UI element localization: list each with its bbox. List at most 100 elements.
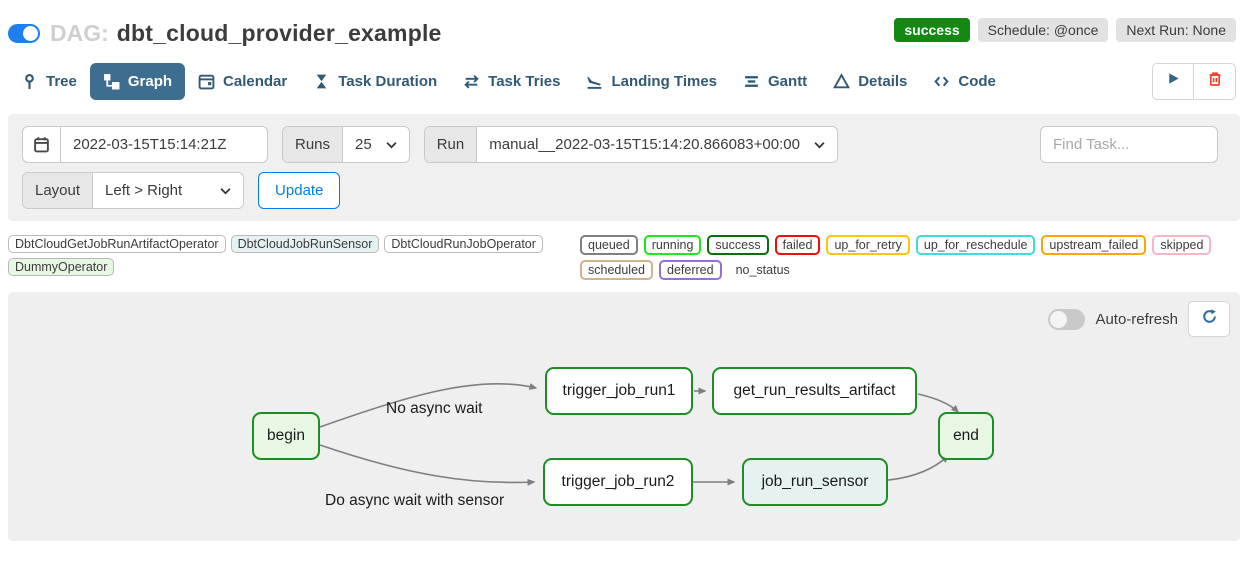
play-icon <box>1166 71 1181 91</box>
layout-label: Layout <box>23 173 94 208</box>
state-badge-queued[interactable]: queued <box>580 235 638 255</box>
task-node-end[interactable]: end <box>938 412 994 460</box>
state-badge-no-status[interactable]: no_status <box>735 263 790 277</box>
runs-group: Runs 25 <box>282 126 410 163</box>
find-task-input[interactable] <box>1040 126 1218 163</box>
chevron-down-icon <box>814 141 825 149</box>
state-badge-up-for-reschedule[interactable]: up_for_reschedule <box>915 235 1036 255</box>
run-select[interactable]: manual__2022-03-15T15:14:20.866083+00:00 <box>477 127 837 162</box>
dag-pause-toggle[interactable] <box>8 23 40 43</box>
tab-label: Calendar <box>223 72 288 90</box>
graph-icon <box>103 73 120 90</box>
chevron-down-icon <box>386 141 397 149</box>
tab-label: Tree <box>46 72 77 90</box>
edge-begin-trigger2 <box>319 444 536 486</box>
delete-dag-button[interactable] <box>1194 62 1236 100</box>
task-node-begin[interactable]: begin <box>252 412 320 460</box>
state-badge-scheduled[interactable]: scheduled <box>580 260 653 280</box>
tab-tree[interactable]: Tree <box>8 63 90 100</box>
tab-task-duration[interactable]: Task Duration <box>300 63 450 100</box>
task-node-job-run-sensor[interactable]: job_run_sensor <box>742 458 888 506</box>
filter-row-1: 2022-03-15T15:14:21Z Runs 25 Run manual_… <box>22 126 1226 163</box>
calendar-icon <box>198 73 215 90</box>
operator-badge[interactable]: DbtCloudJobRunSensor <box>230 235 380 253</box>
base-date-input[interactable]: 2022-03-15T15:14:21Z <box>73 136 227 153</box>
run-label: Run <box>424 127 478 162</box>
runs-select-value: 25 <box>355 136 372 153</box>
dag-edges <box>319 382 960 486</box>
status-badge: success <box>894 18 970 42</box>
refresh-button[interactable] <box>1188 301 1230 337</box>
tab-label: Task Duration <box>338 72 438 90</box>
dag-action-buttons <box>1152 62 1236 100</box>
refresh-icon <box>1201 308 1218 330</box>
schedule-badge: Schedule: @once <box>977 18 1109 42</box>
runs-label: Runs <box>283 127 344 162</box>
page-title: dbt_cloud_provider_example <box>116 19 442 46</box>
layout-select[interactable]: Left > Right <box>93 173 244 208</box>
toggle-knob <box>23 25 38 41</box>
tab-details[interactable]: Details <box>820 63 920 100</box>
layout-group: Layout Left > Right <box>22 172 245 209</box>
state-badge-up-for-retry[interactable]: up_for_retry <box>826 235 910 255</box>
operator-badge[interactable]: DummyOperator <box>8 258 115 276</box>
tab-gantt[interactable]: Gantt <box>730 63 820 100</box>
edge-artifact-end <box>917 393 960 414</box>
layout-select-value: Left > Right <box>105 182 183 199</box>
auto-refresh-toggle[interactable] <box>1048 308 1086 330</box>
tab-label: Graph <box>127 72 173 90</box>
code-icon <box>933 73 950 90</box>
refresh-controls: Auto-refresh <box>1048 301 1230 337</box>
state-badge-failed[interactable]: failed <box>774 235 821 255</box>
base-date-group: 2022-03-15T15:14:21Z <box>22 126 268 163</box>
state-badge-running[interactable]: running <box>643 235 702 255</box>
auto-refresh-label: Auto-refresh <box>1095 310 1178 328</box>
runs-select[interactable]: 25 <box>343 127 409 162</box>
toggle-knob <box>1050 310 1068 328</box>
tab-calendar[interactable]: Calendar <box>185 63 300 100</box>
view-tabbar: Tree Graph Calendar Task Duration Task T… <box>0 58 1248 112</box>
filter-row-2: Layout Left > Right Update <box>22 172 1226 209</box>
dag-prefix-label: DAG: <box>50 19 109 46</box>
edge-sensor-end <box>887 454 950 481</box>
run-select-value: manual__2022-03-15T15:14:20.866083+00:00 <box>489 136 800 153</box>
next-run-badge: Next Run: None <box>1116 18 1236 42</box>
state-badge-deferred[interactable]: deferred <box>659 260 722 280</box>
state-badge-skipped[interactable]: skipped <box>1152 235 1212 255</box>
task-node-get-run-results-artifact[interactable]: get_run_results_artifact <box>712 367 917 415</box>
tab-label: Gantt <box>768 72 808 90</box>
tab-task-tries[interactable]: Task Tries <box>450 63 573 100</box>
tab-label: Task Tries <box>488 72 561 90</box>
gantt-bars-icon <box>743 73 760 90</box>
update-button[interactable]: Update <box>258 172 341 209</box>
filter-panel: 2022-03-15T15:14:21Z Runs 25 Run manual_… <box>8 114 1240 221</box>
dag-header: DAG: dbt_cloud_provider_example success … <box>0 0 1248 58</box>
state-legend: queued running success failed up_for_ret… <box>580 235 1240 280</box>
task-node-trigger-job-run2[interactable]: trigger_job_run2 <box>543 458 693 506</box>
tab-code[interactable]: Code <box>920 63 1009 100</box>
calendar-picker-icon[interactable] <box>23 127 61 162</box>
tab-graph[interactable]: Graph <box>89 62 186 100</box>
state-badge-upstream-failed[interactable]: upstream_failed <box>1041 235 1147 255</box>
operator-badge[interactable]: DbtCloudGetJobRunArtifactOperator <box>8 235 226 253</box>
hourglass-icon <box>313 73 330 90</box>
legend-bar: DbtCloudGetJobRunArtifactOperator DbtClo… <box>0 221 1248 284</box>
tab-label: Landing Times <box>611 72 718 90</box>
dag-graph-panel: begin trigger_job_run1 get_run_results_a… <box>8 292 1240 541</box>
edge-begin-trigger1 <box>319 382 538 428</box>
repeat-icon <box>463 73 480 90</box>
edge-label-no-async-wait: No async wait <box>386 400 483 417</box>
tree-icon <box>21 73 38 90</box>
task-node-trigger-job-run1[interactable]: trigger_job_run1 <box>545 367 693 415</box>
state-badge-success[interactable]: success <box>707 235 769 255</box>
trigger-dag-button[interactable] <box>1152 62 1194 100</box>
chevron-down-icon <box>220 187 231 195</box>
edge-label-do-async-wait: Do async wait with sensor <box>325 492 505 509</box>
plane-landing-icon <box>586 73 603 90</box>
trash-icon <box>1207 71 1223 92</box>
operator-badge[interactable]: DbtCloudRunJobOperator <box>384 235 543 253</box>
tab-label: Code <box>958 72 996 90</box>
triangle-icon <box>833 72 851 90</box>
tab-landing-times[interactable]: Landing Times <box>573 63 730 100</box>
tab-label: Details <box>858 72 908 90</box>
